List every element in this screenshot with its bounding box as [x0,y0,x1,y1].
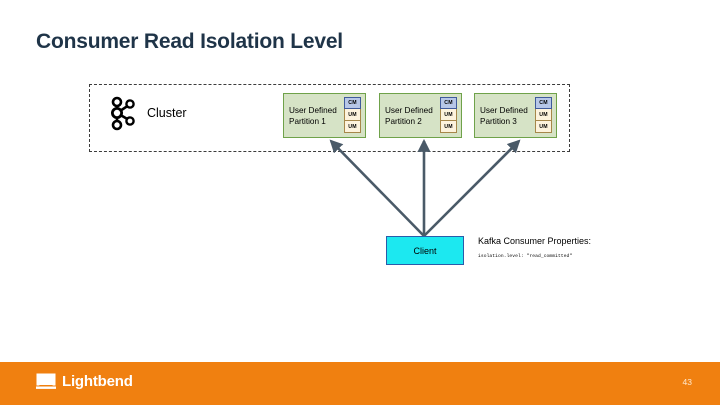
properties-code: isolation.level: "read_committed" [478,254,573,259]
user-message-cell: UM [440,109,457,121]
partition-label: User Defined Partition 3 [480,105,528,126]
user-message-cell: UM [344,121,361,133]
page-number: 43 [682,377,692,387]
user-message-cell: UM [440,121,457,133]
lightbend-logo: Lightbend [36,373,133,390]
commit-marker-cell: CM [344,97,361,109]
commit-marker-cell: CM [440,97,457,109]
client-box[interactable]: Client [386,236,464,265]
arrow-to-partition-1 [329,139,425,237]
cluster-identity: Cluster [106,95,187,131]
partition-box-3[interactable]: User Defined Partition 3 CM UM UM [474,93,557,138]
user-message-cell: UM [344,109,361,121]
lightbend-wordmark: Lightbend [62,373,133,390]
cluster-nodes-icon [106,95,138,131]
properties-title: Kafka Consumer Properties: [478,236,592,246]
message-marker-stack: CM UM UM [535,97,552,133]
kafka-consumer-properties: Kafka Consumer Properties: isolation.lev… [478,236,658,259]
partition-box-1[interactable]: User Defined Partition 1 CM UM UM [283,93,366,138]
cluster-label: Cluster [147,106,187,120]
partition-label: User Defined Partition 1 [289,105,337,126]
slide-footer: Lightbend 43 [0,362,720,405]
message-marker-stack: CM UM UM [440,97,457,133]
commit-marker-cell: CM [535,97,552,109]
user-message-cell: UM [535,109,552,121]
partition-box-2[interactable]: User Defined Partition 2 CM UM UM [379,93,462,138]
lightbend-mark-icon [36,373,56,390]
message-marker-stack: CM UM UM [344,97,361,133]
cluster-boundary [89,84,570,152]
page-title: Consumer Read Isolation Level [36,30,343,53]
arrow-to-partition-3 [423,139,521,237]
partition-label: User Defined Partition 2 [385,105,433,126]
user-message-cell: UM [535,121,552,133]
